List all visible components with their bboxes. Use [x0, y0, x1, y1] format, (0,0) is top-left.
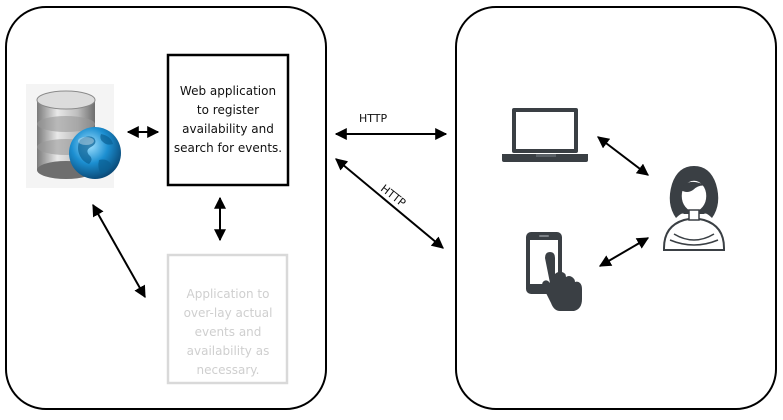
server-side-container	[5, 6, 327, 410]
user-avatar-icon	[663, 166, 725, 251]
web-application-box	[166, 53, 290, 187]
smartphone-touch-icon	[526, 232, 582, 311]
overlay-application-label: Application to over-lay actual events an…	[183, 287, 273, 377]
web-application-label: Web application to register availability…	[173, 84, 283, 155]
database-globe-icon	[26, 84, 121, 188]
arrow-http-phone	[335, 158, 444, 249]
http-label-horizontal: HTTP	[359, 112, 388, 125]
overlay-application-box	[166, 253, 289, 385]
laptop-icon	[502, 108, 588, 162]
arrow-phone-user	[598, 237, 650, 267]
arrow-laptop-user	[597, 136, 649, 176]
arrow-db-overlay	[92, 203, 146, 299]
client-side-container	[455, 6, 777, 410]
